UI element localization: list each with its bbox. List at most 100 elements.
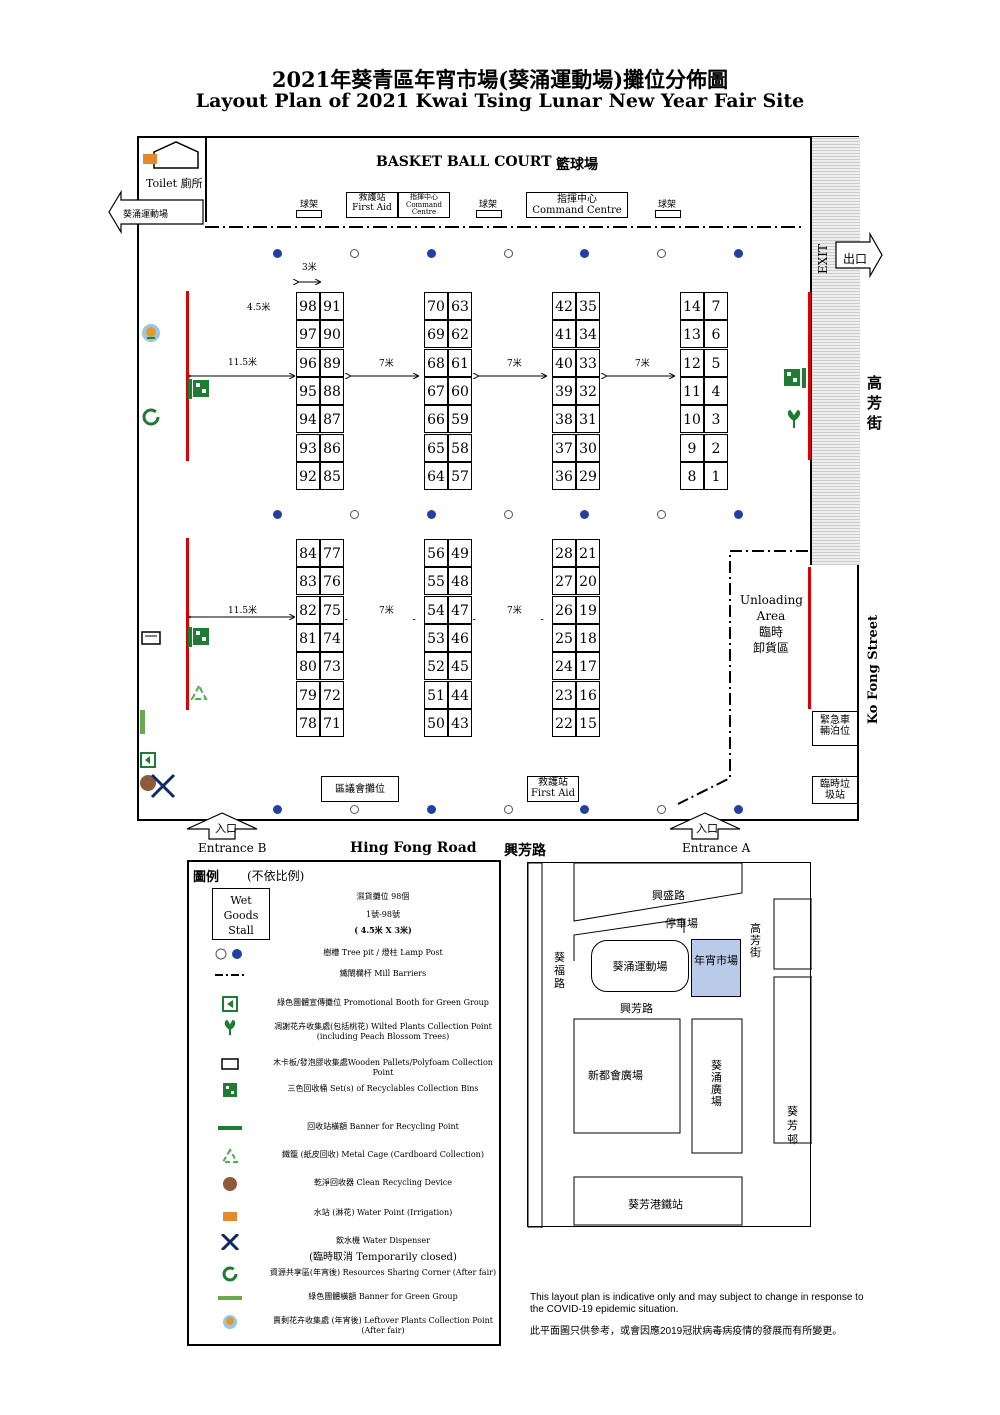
road-en: Hing Fong Road	[350, 840, 477, 856]
legend-item-11: 飲水機 Water Dispenser	[336, 1236, 430, 1245]
title-en: Layout Plan of 2021 Kwai Tsing Lunar New…	[195, 90, 805, 112]
title-zh: 2021年葵青區年宵市場(葵涌運動場)攤位分佈圖	[271, 67, 729, 92]
stall-42: 42	[552, 292, 576, 320]
stall-79: 79	[296, 680, 320, 709]
first-aid-top: 救護站 First Aid	[346, 192, 398, 218]
stall-62: 62	[448, 320, 472, 349]
legend-wilted-plants-icon	[224, 1020, 236, 1035]
stall-95: 95	[296, 376, 320, 405]
dimension-arrows	[290, 270, 850, 620]
stall-23: 23	[552, 680, 576, 709]
stall-32: 32	[576, 376, 600, 405]
minimap-car-park: 停車場	[665, 917, 698, 930]
stall-88: 88	[320, 376, 344, 405]
pallet-collection-icon	[141, 631, 161, 645]
tree-pit	[350, 510, 359, 519]
promotional-booth-icon	[140, 752, 156, 768]
road-zh: 興芳路	[504, 843, 546, 859]
stall-67: 67	[424, 376, 448, 405]
emergency-parking: 緊急車輛泊位	[812, 711, 858, 746]
lamp-post	[273, 510, 282, 519]
minimap-kwai-chung-plaza: 葵涌廣場	[711, 1059, 722, 1108]
legend-recycling-bins-icon	[223, 1083, 237, 1097]
stall-35: 35	[576, 292, 600, 320]
stall-11: 11	[680, 376, 704, 405]
tree-pit	[504, 510, 513, 519]
left-red-line-top	[186, 291, 189, 461]
legend-tree-pit-lamp-icon	[215, 948, 242, 960]
stall-40: 40	[552, 348, 576, 377]
side-arrows	[186, 365, 298, 625]
lamp-post	[427, 805, 436, 814]
stall-21: 21	[576, 539, 600, 567]
stall-52: 52	[424, 652, 448, 681]
hoop-label-2: 球架	[479, 200, 498, 210]
stall-91: 91	[320, 292, 344, 320]
command-centre-large: 指揮中心 Command Centre	[526, 192, 628, 218]
stall-14: 14	[680, 292, 704, 320]
stall-29: 29	[576, 461, 600, 490]
stall-22: 22	[552, 708, 576, 737]
lamp-post	[580, 510, 589, 519]
hatched-area	[810, 137, 860, 565]
command-large-en: Command Centre	[532, 205, 622, 216]
legend: 圖例 (不依比例) Wet Goods Stall 濕貨攤位 98個 1號-98…	[187, 860, 501, 1346]
stall-76: 76	[320, 567, 344, 596]
stall-17: 17	[576, 652, 600, 681]
stall-7: 7	[704, 292, 728, 320]
lamp-post	[734, 510, 743, 519]
stall-1: 1	[704, 461, 728, 490]
note-en: This layout plan is indicative only and …	[530, 1292, 864, 1315]
lamp-post	[580, 805, 589, 814]
right-red-line-top	[808, 292, 811, 460]
first-aid-bottom-en: First Aid	[530, 788, 576, 799]
stall-84: 84	[296, 539, 320, 567]
minimap-fair: 年宵市場	[691, 939, 741, 997]
court-label-en: BASKET BALL COURT	[376, 154, 552, 170]
minimap-kwai-fuk-road: 葵福路	[554, 951, 565, 990]
legend-item-10: 水站 (淋花) Water Point (Irrigation)	[313, 1208, 453, 1217]
lamp-post	[273, 249, 282, 258]
stall-70: 70	[424, 292, 448, 320]
stall-13: 13	[680, 320, 704, 349]
legend-stall-box: Wet Goods Stall	[212, 888, 270, 940]
clean-recycling-water-dispenser-icon	[140, 773, 176, 799]
stall-27: 27	[552, 567, 576, 596]
tree-pit	[657, 510, 666, 519]
stall-64: 64	[424, 461, 448, 490]
green-group-banner	[140, 710, 145, 734]
exit-label-zh: 出口	[843, 252, 868, 266]
stall-60: 60	[448, 376, 472, 405]
lamp-post	[427, 510, 436, 519]
recycling-bins-icon-1	[188, 379, 209, 399]
legend-stall-desc3: ( 4.5米 X 3米)	[354, 925, 412, 935]
lamp-post	[273, 805, 282, 814]
tree-pit	[657, 249, 666, 258]
leftover-plants-icon	[142, 324, 160, 342]
minimap-kwai-fong-estate: 葵芳邨	[787, 1105, 798, 1146]
stall-8: 8	[680, 461, 704, 490]
recycling-bins-icon-2	[784, 368, 806, 388]
minimap-plaza: 新都會廣場	[588, 1069, 643, 1082]
legend-leftover-plants-icon	[223, 1315, 237, 1329]
legend-clean-recycling-icon	[223, 1177, 237, 1191]
legend-water-point-icon	[223, 1212, 237, 1221]
hoop-label-1: 球架	[300, 200, 319, 210]
stall-96: 96	[296, 348, 320, 377]
recycling-bins-icon-3	[188, 627, 209, 647]
stall-90: 90	[320, 320, 344, 349]
legend-resources-sharing-icon	[222, 1266, 238, 1282]
stall-31: 31	[576, 405, 600, 434]
dim-gap-4: 7米	[379, 606, 394, 616]
first-aid-top-en: First Aid	[352, 202, 392, 213]
stall-6: 6	[704, 320, 728, 349]
legend-title: 圖例	[193, 870, 220, 885]
hoop-label-3: 球架	[658, 200, 677, 210]
dim-gap-5: 7米	[507, 606, 522, 616]
unloading-en: Unloading Area	[740, 593, 803, 623]
stall-73: 73	[320, 652, 344, 681]
temp-refuse: 臨時垃圾站	[812, 776, 858, 804]
right-red-line-bottom	[808, 567, 811, 709]
stall-30: 30	[576, 433, 600, 462]
stall-89: 89	[320, 348, 344, 377]
